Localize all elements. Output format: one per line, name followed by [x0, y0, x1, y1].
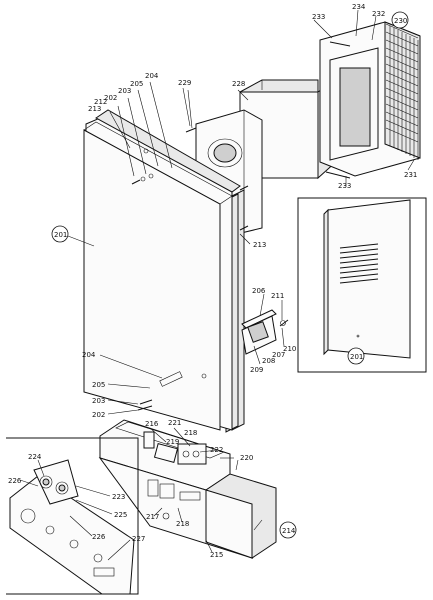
callout-circle-230	[391, 11, 409, 29]
label-219: 219	[166, 438, 179, 446]
label-213-side: 213	[253, 241, 266, 249]
label-227: 227	[132, 535, 145, 543]
label-220: 220	[240, 454, 253, 462]
label-212: 212	[94, 98, 107, 106]
label-218-bottom: 218	[176, 520, 189, 528]
label-221: 221	[168, 419, 181, 427]
label-206: 206	[252, 287, 266, 295]
label-230: 230	[394, 17, 407, 25]
label-225: 225	[114, 511, 127, 519]
terminal-grille	[319, 21, 421, 177]
part-number-labels: 201 201 230 214 213 212 202 203 205 204 …	[8, 3, 417, 559]
label-203-bottom: 203	[92, 397, 105, 405]
label-209: 209	[250, 366, 263, 374]
label-214: 214	[282, 527, 296, 535]
callout-circle-201-casing	[51, 225, 69, 243]
leader-lines	[19, 9, 415, 561]
label-218-top: 218	[184, 429, 197, 437]
label-224: 224	[28, 453, 42, 461]
vent-slot	[339, 278, 379, 284]
control-components	[143, 431, 207, 465]
vent-slot	[339, 258, 379, 264]
vent-slot	[339, 243, 379, 249]
bracket-assembly	[241, 309, 289, 355]
label-208: 208	[262, 357, 275, 365]
label-202-top: 202	[104, 94, 117, 102]
label-203-top: 203	[118, 87, 131, 95]
circled-labels	[51, 11, 409, 539]
label-229: 229	[178, 79, 191, 87]
label-215: 215	[210, 551, 223, 559]
label-202-bottom: 202	[92, 411, 105, 419]
label-223: 223	[112, 493, 125, 501]
label-233-top: 233	[312, 13, 325, 21]
label-204-top: 204	[145, 72, 159, 80]
callout-circle-201-panel	[347, 347, 365, 365]
grille-bar	[385, 23, 419, 39]
label-233-bottom: 233	[338, 182, 351, 190]
inset-panel-box	[297, 197, 427, 373]
label-204-bottom: 204	[82, 351, 96, 359]
label-217: 217	[146, 513, 159, 521]
label-226-top: 226	[8, 477, 22, 485]
main-casing	[83, 109, 245, 433]
label-201-casing: 201	[54, 231, 67, 239]
callout-circle-214	[279, 521, 297, 539]
label-210: 210	[283, 345, 296, 353]
label-205-top: 205	[130, 80, 143, 88]
label-232: 232	[372, 10, 385, 18]
label-213-top: 213	[88, 105, 101, 113]
vent-slot	[339, 248, 379, 254]
vent-slot	[339, 273, 379, 279]
vent-slot	[339, 253, 379, 259]
label-211: 211	[271, 292, 284, 300]
label-201-panel: 201	[350, 353, 363, 361]
vent-slot	[339, 263, 379, 269]
fascia-inset	[6, 437, 139, 595]
label-228: 228	[232, 80, 245, 88]
vent-slot	[339, 268, 379, 274]
label-231: 231	[404, 171, 417, 179]
label-226-bottom: 226	[92, 533, 106, 541]
label-207: 207	[272, 351, 285, 359]
label-234: 234	[352, 3, 366, 11]
label-216: 216	[145, 420, 159, 428]
screw-fixings	[131, 41, 351, 411]
label-205-bottom: 205	[92, 381, 105, 389]
label-222: 222	[210, 446, 223, 454]
